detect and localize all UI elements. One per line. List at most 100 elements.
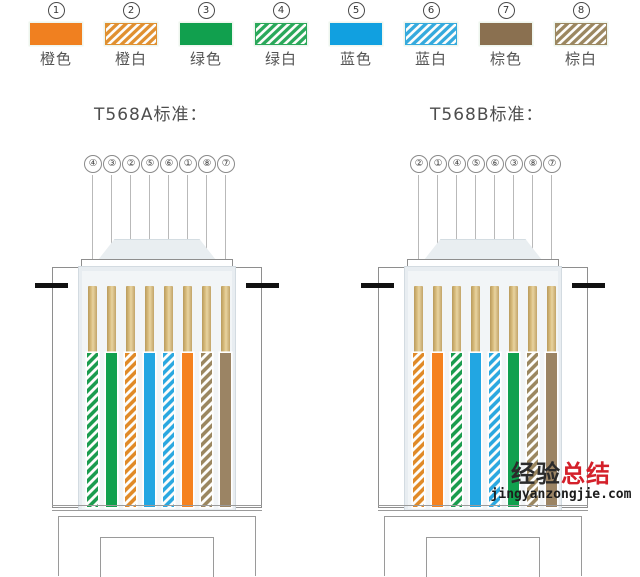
cable-jacket-line-top-a xyxy=(52,505,262,506)
watermark-cn-red: 总结 xyxy=(561,460,611,488)
cable-jacket-line-bottom-b xyxy=(378,510,588,511)
pin-number-b-5: ⑥ xyxy=(486,155,504,173)
cable-jacket-line-top-b xyxy=(378,505,588,506)
legend-number-text: 6 xyxy=(422,1,440,19)
legend-item-5: 5 蓝色 xyxy=(324,0,388,69)
gold-contact-b-7 xyxy=(527,286,537,358)
pin-number-b-7: ⑧ xyxy=(524,155,542,173)
plug-latch-notch-b xyxy=(407,259,559,269)
legend-label-3: 绿色 xyxy=(189,50,222,68)
watermark-url: jingyanzongjie.com xyxy=(490,487,632,502)
cable-boot-inner-b xyxy=(426,537,540,577)
wire-a-5-blue-white xyxy=(162,353,174,507)
legend-number-text: 7 xyxy=(497,1,515,19)
pin-number-a-4: ⑤ xyxy=(141,155,159,173)
wire-b-8-brown xyxy=(545,353,557,507)
legend-label-2: 橙白 xyxy=(114,50,147,68)
leader-line-b-4 xyxy=(475,175,476,285)
gold-contact-a-8 xyxy=(220,286,230,358)
leader-line-a-2 xyxy=(111,175,112,285)
legend-label-5: 蓝色 xyxy=(339,50,372,68)
gold-contact-a-7 xyxy=(201,286,211,358)
gold-contact-b-8 xyxy=(546,286,556,358)
cable-jacket-line-bottom-a xyxy=(52,510,262,511)
leader-line-b-6 xyxy=(513,175,514,285)
swatch-brown-white-icon xyxy=(555,23,607,45)
pin-number-a-6: ① xyxy=(179,155,197,173)
pin-number-b-3: ④ xyxy=(448,155,466,173)
pin-number-b-1: ② xyxy=(410,155,428,173)
legend-number-badge-4: 4 xyxy=(249,0,313,20)
wire-a-4-blue xyxy=(143,353,155,507)
gold-contact-b-5 xyxy=(489,286,499,358)
legend-number-badge-5: 5 xyxy=(324,0,388,20)
leader-line-a-3 xyxy=(130,175,131,285)
legend-item-4: 4 绿白 xyxy=(249,0,313,69)
pin-number-a-8: ⑦ xyxy=(217,155,235,173)
wire-b-2-orange xyxy=(431,353,443,507)
swatch-blue-icon xyxy=(330,23,382,45)
gold-contact-b-3 xyxy=(451,286,461,358)
watermark-cn-dark: 经验 xyxy=(511,460,561,488)
plug-shoulder-left-b xyxy=(361,283,394,288)
wire-b-7-brown-white xyxy=(526,353,538,507)
swatch-brown-icon xyxy=(480,23,532,45)
wire-a-6-orange xyxy=(181,353,193,507)
legend-label-8: 棕白 xyxy=(564,50,597,68)
leader-line-b-2 xyxy=(437,175,438,285)
gold-contact-a-1 xyxy=(87,286,97,358)
leader-line-b-1 xyxy=(418,175,419,285)
pin-number-b-2: ① xyxy=(429,155,447,173)
watermark: 经验总结 jingyanzongjie.com xyxy=(482,461,640,502)
pin-number-a-5: ⑥ xyxy=(160,155,178,173)
wire-b-1-orange-white xyxy=(412,353,424,507)
wire-b-4-blue xyxy=(469,353,481,507)
swatch-orange-icon xyxy=(30,23,82,45)
swatch-blue-white-icon xyxy=(405,23,457,45)
legend-label-1: 橙色 xyxy=(39,50,72,68)
legend-number-text: 4 xyxy=(272,1,290,19)
legend-item-8: 8 棕白 xyxy=(549,0,613,69)
gold-contact-a-4 xyxy=(144,286,154,358)
leader-line-a-6 xyxy=(187,175,188,285)
wire-a-7-brown-white xyxy=(200,353,212,507)
leader-line-b-3 xyxy=(456,175,457,285)
leader-line-b-8 xyxy=(551,175,552,285)
wire-a-3-orange-white xyxy=(124,353,136,507)
legend-number-badge-8: 8 xyxy=(549,0,613,20)
wire-a-2-green xyxy=(105,353,117,507)
gold-contact-a-5 xyxy=(163,286,173,358)
pin-number-b-8: ⑦ xyxy=(543,155,561,173)
gold-contact-b-1 xyxy=(413,286,423,358)
plug-shoulder-left-a xyxy=(35,283,68,288)
standard-title-a: T568A标准： xyxy=(94,105,208,125)
leader-line-a-1 xyxy=(92,175,93,285)
swatch-orange-white-icon xyxy=(105,23,157,45)
gold-contact-b-4 xyxy=(470,286,480,358)
plug-latch-notch-a xyxy=(81,259,233,269)
legend-number-text: 8 xyxy=(572,1,590,19)
legend-label-6: 蓝白 xyxy=(414,50,447,68)
plug-shoulder-right-a xyxy=(246,283,279,288)
pin-number-b-4: ⑤ xyxy=(467,155,485,173)
legend-label-4: 绿白 xyxy=(264,50,297,68)
swatch-green-white-icon xyxy=(255,23,307,45)
leader-line-b-5 xyxy=(494,175,495,285)
swatch-green-icon xyxy=(180,23,232,45)
wire-b-5-blue-white xyxy=(488,353,500,507)
leader-line-b-7 xyxy=(532,175,533,285)
legend-number-badge-3: 3 xyxy=(174,0,238,20)
leader-line-a-5 xyxy=(168,175,169,285)
cable-boot-inner-a xyxy=(100,537,214,577)
legend-number-badge-7: 7 xyxy=(474,0,538,20)
pin-number-a-2: ③ xyxy=(103,155,121,173)
pin-number-b-6: ③ xyxy=(505,155,523,173)
